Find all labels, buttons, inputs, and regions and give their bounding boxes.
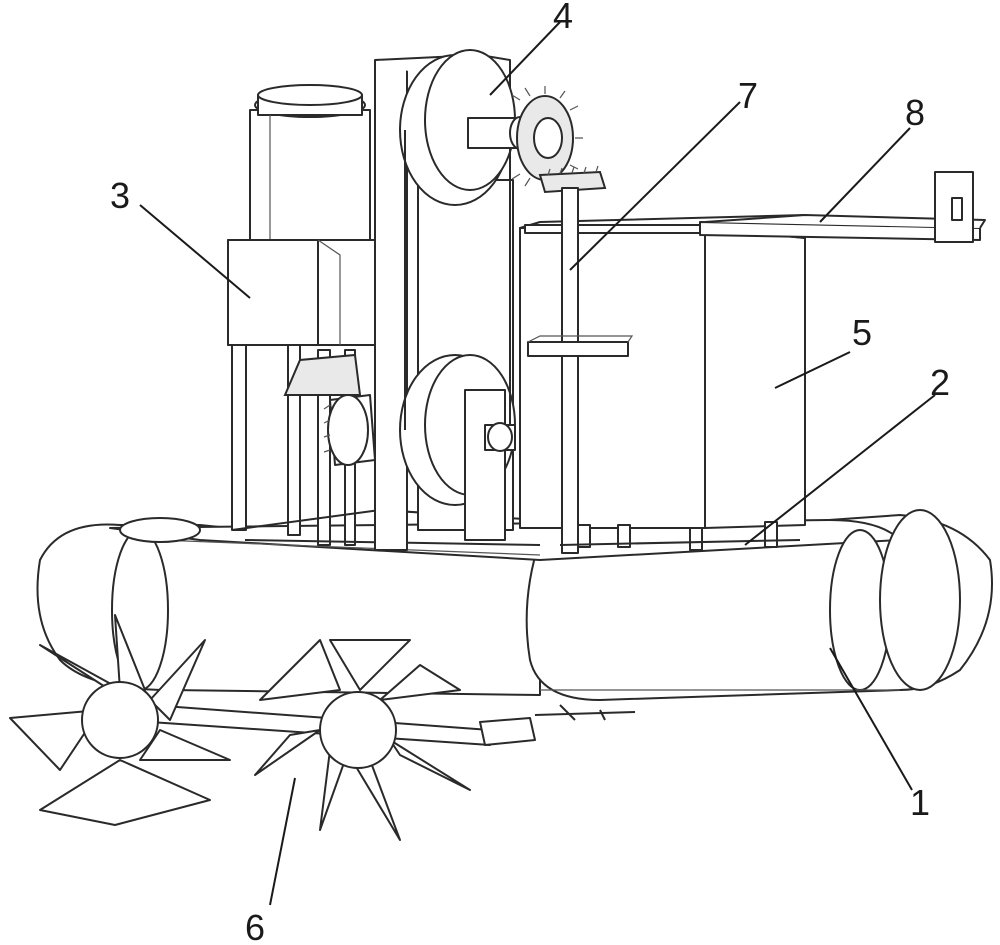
belt-drive xyxy=(374,49,531,551)
motor xyxy=(227,84,377,346)
label-5: 5 xyxy=(852,312,872,353)
platform-standoffs xyxy=(559,521,801,551)
label-1: 1 xyxy=(910,782,930,823)
label-2: 2 xyxy=(930,362,950,403)
propellers xyxy=(9,614,636,841)
arm-bracket xyxy=(699,171,986,243)
label-6: 6 xyxy=(245,907,265,945)
vertical-shaft xyxy=(527,187,634,554)
label-3: 3 xyxy=(110,175,130,216)
label-7: 7 xyxy=(738,75,758,116)
box xyxy=(519,214,806,529)
leader-lines xyxy=(139,21,936,906)
lower-bevel-gears xyxy=(283,353,376,466)
part-labels: 1 2 3 4 5 6 7 8 xyxy=(110,0,950,945)
upper-bevel-gears xyxy=(511,86,607,194)
label-4: 4 xyxy=(553,0,573,36)
label-8: 8 xyxy=(905,92,925,133)
